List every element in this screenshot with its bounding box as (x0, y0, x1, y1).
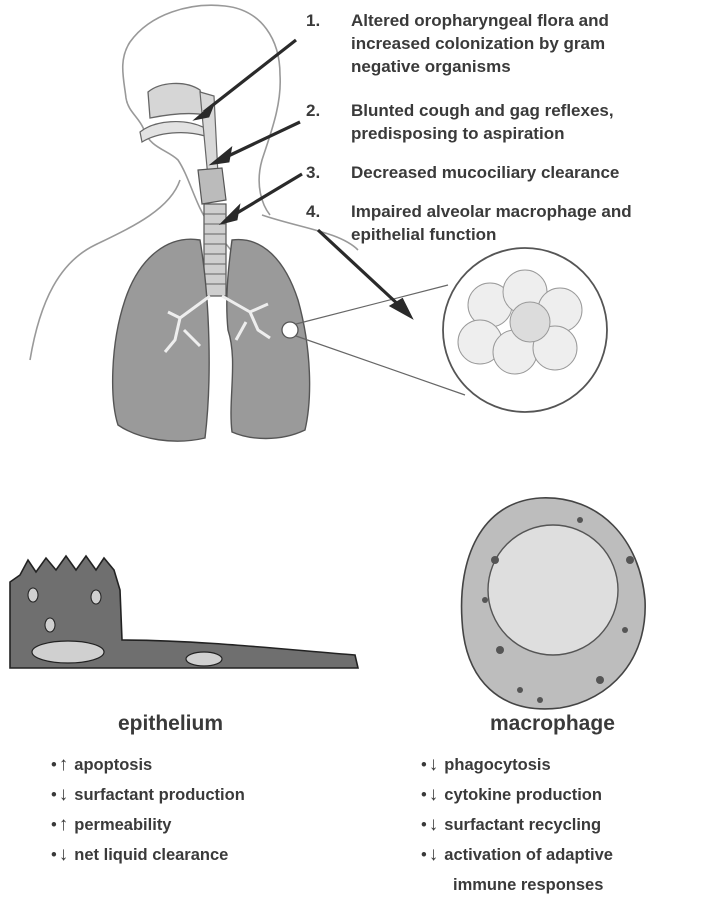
factor-2-text: Blunted cough and gag reflexes, predispo… (351, 99, 614, 145)
factor-line: increased colonization by gram (351, 32, 609, 55)
trachea (204, 204, 226, 296)
factor-line: epithelial function (351, 223, 632, 246)
list-item: •↓cytokine production (421, 782, 613, 812)
epithelium-vacuole-3 (91, 590, 101, 604)
factor-line: Altered oropharyngeal flora and (351, 9, 609, 32)
factor-1-number: 1. (306, 11, 320, 31)
macrophage-nucleus (488, 525, 618, 655)
list-item: •↑permeability (51, 812, 245, 842)
alveolus-marker (282, 322, 298, 338)
factor-line: Blunted cough and gag reflexes, (351, 99, 614, 122)
left-lung (227, 240, 310, 439)
epithelium-nucleus-1 (32, 641, 104, 663)
factor-3-number: 3. (306, 163, 320, 183)
macrophage-list: •↓phagocytosis •↓cytokine production •↓s… (421, 752, 613, 902)
list-item: •↓phagocytosis (421, 752, 613, 782)
epithelium-heading: epithelium (118, 712, 223, 736)
epithelium-nucleus-2 (186, 652, 222, 666)
factor-4-number: 4. (306, 202, 320, 222)
list-item: •↑apoptosis (51, 752, 245, 782)
epithelium-vacuole-1 (28, 588, 38, 602)
factor-line: negative organisms (351, 55, 609, 78)
epithelium-list: •↑apoptosis •↓surfactant production •↑pe… (51, 752, 245, 872)
list-item: •↓activation of adaptive (421, 842, 613, 872)
macrophage-heading: macrophage (490, 712, 615, 736)
factor-line: predisposing to aspiration (351, 122, 614, 145)
list-item: •↓net liquid clearance (51, 842, 245, 872)
factor-1-text: Altered oropharyngeal flora and increase… (351, 9, 609, 78)
factor-line: Impaired alveolar macrophage and (351, 200, 632, 223)
list-item-continuation: immune responses (421, 872, 613, 902)
factor-3-text: Decreased mucociliary clearance (351, 161, 619, 184)
larynx (198, 168, 226, 204)
zoom-line-bottom (296, 336, 465, 395)
factor-2-number: 2. (306, 101, 320, 121)
factor-line: Decreased mucociliary clearance (351, 161, 619, 184)
factor-4-text: Impaired alveolar macrophage and epithel… (351, 200, 632, 246)
zoom-line-top (296, 285, 448, 324)
epithelium-vacuole-2 (45, 618, 55, 632)
list-item: •↓surfactant production (51, 782, 245, 812)
nasal-cavity (148, 83, 206, 118)
list-item: •↓surfactant recycling (421, 812, 613, 842)
